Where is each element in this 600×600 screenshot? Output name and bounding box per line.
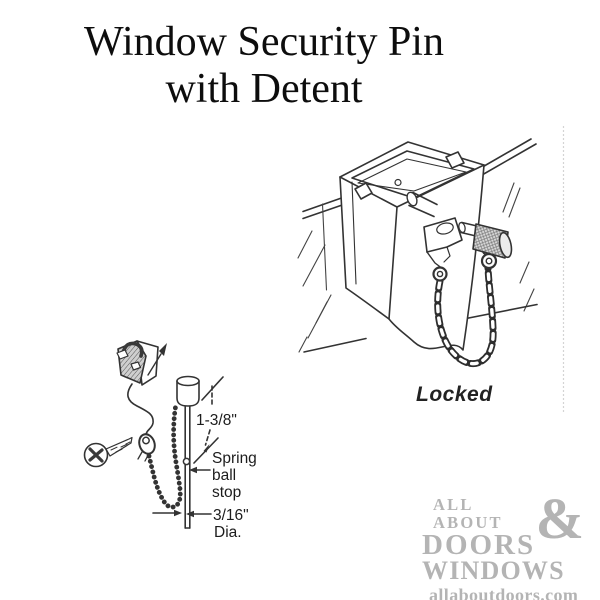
page-title-line2: with Detent	[165, 66, 363, 112]
spring-ball-stop	[182, 457, 191, 466]
mounting-ring	[137, 433, 156, 462]
locked-caption: Locked	[416, 383, 493, 406]
watermark-all-about: ALL ABOUT	[433, 495, 503, 532]
watermark-windows: WINDOWS	[422, 556, 565, 585]
pin-detail-diagram: 1-3/8" Spring ball stop 3/16" Dia.	[83, 340, 257, 541]
ball-chain	[146, 401, 183, 510]
diameter-label: 3/16"	[213, 507, 249, 524]
security-pin	[458, 221, 513, 259]
diameter-unit-label: Dia.	[214, 524, 242, 541]
retainer-cord	[127, 383, 154, 436]
glass-edge-line	[321, 203, 328, 291]
watermark-doors: DOORS	[422, 529, 536, 561]
spring-clip	[116, 340, 167, 386]
watermark-ampersand: &	[535, 486, 584, 551]
chain-loop	[434, 264, 497, 368]
page-title: Window Security Pin with Detent	[0, 19, 528, 113]
watermark-logo: ALL ABOUT DOORS & WINDOWS allaboutdoors.…	[422, 486, 584, 600]
length-dimension: 1-3/8"	[193, 376, 237, 464]
pin-body	[176, 375, 200, 529]
length-label: 1-3/8"	[196, 412, 237, 429]
diameter-dimension: 3/16" Dia.	[152, 507, 249, 541]
screw	[83, 436, 133, 468]
svg-text:stop: stop	[212, 484, 241, 501]
frame-vertical-edges	[351, 181, 398, 320]
locked-window-frame-diagram: Locked	[297, 126, 565, 414]
svg-text:Spring: Spring	[212, 450, 257, 467]
svg-text:ball: ball	[212, 467, 236, 484]
frame-channel-top	[339, 150, 485, 218]
glass-reflection-hatches	[297, 182, 535, 353]
spring-ball-stop-label: Spring ball stop	[189, 450, 257, 501]
page-title-line1: Window Security Pin	[84, 19, 444, 65]
keeper-bracket	[423, 217, 463, 270]
watermark-website: allaboutdoors.com	[429, 585, 579, 600]
